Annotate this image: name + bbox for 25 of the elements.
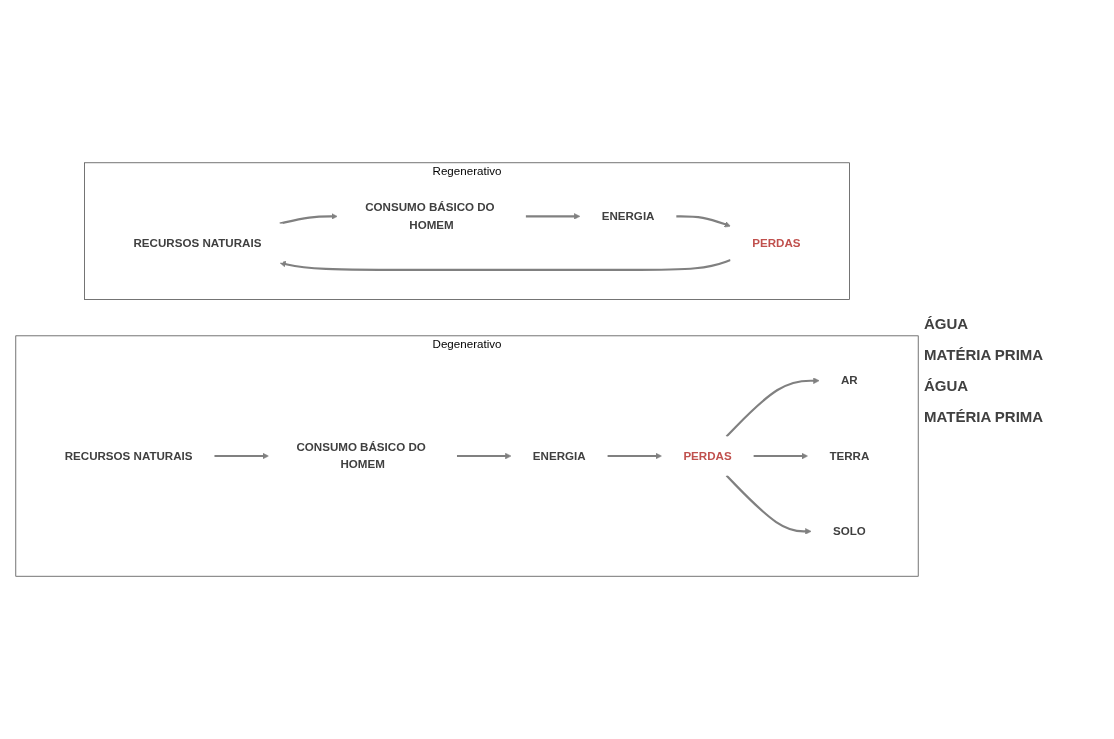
- arrow: [525, 213, 581, 220]
- node-text: AR: [841, 374, 858, 387]
- arrow: [725, 377, 820, 438]
- arrow: [214, 452, 269, 460]
- arrow: [753, 452, 808, 460]
- arrow: [279, 258, 731, 272]
- node-text: RECURSOS NATURAIS: [64, 449, 193, 462]
- arrow: [676, 215, 731, 228]
- node-text: ENERGIA: [532, 449, 586, 462]
- label-text: ÁGUA: [924, 314, 970, 332]
- node-text: SOLO: [832, 524, 866, 538]
- node-text: CONSUMO BÁSICO DO HOMEM: [365, 201, 495, 231]
- arrow: [607, 452, 662, 460]
- node-text: RECURSOS NATURAIS: [133, 236, 262, 249]
- label-text: MATÉRIA PRIMA: [924, 407, 1045, 425]
- arrow: [456, 452, 512, 460]
- node-text: TERRA: [829, 449, 870, 462]
- node-text: PERDAS: [752, 236, 801, 249]
- node-text: CONSUMO BÁSICO DO HOMEM: [296, 440, 426, 471]
- node-text: ENERGIA: [601, 209, 655, 223]
- label-text: ÁGUA: [924, 376, 970, 394]
- arrow: [725, 474, 812, 535]
- arrow: [279, 213, 338, 225]
- node-text: PERDAS: [683, 449, 732, 462]
- label-text: MATÉRIA PRIMA: [924, 345, 1045, 363]
